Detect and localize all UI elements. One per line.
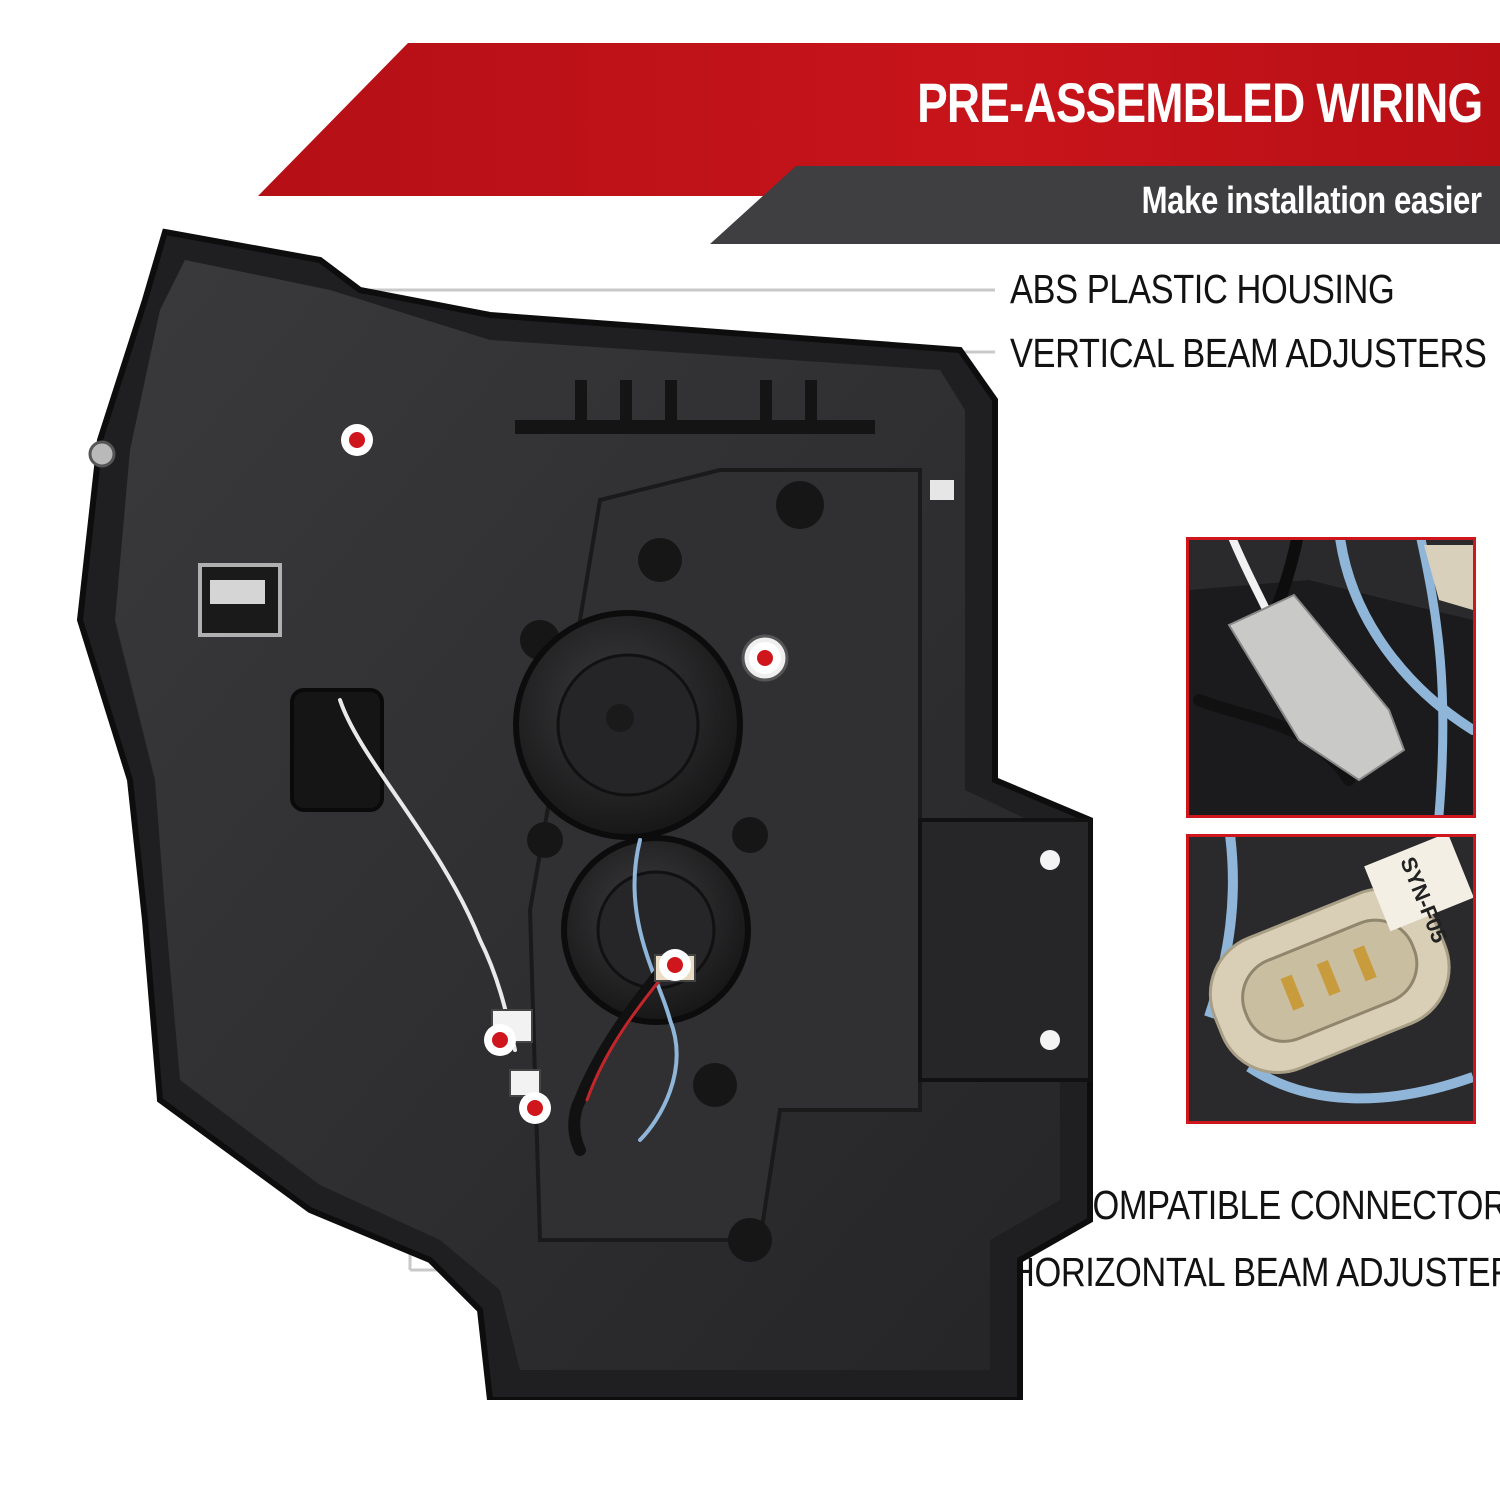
callout-dots bbox=[341, 424, 781, 1124]
banner-subtitle: Make installation easier bbox=[1141, 180, 1482, 222]
inset-plug-connector: SYN-F05 bbox=[1186, 834, 1476, 1124]
inset-wire-connector bbox=[1186, 537, 1476, 818]
banner-title: PRE-ASSEMBLED WIRING bbox=[916, 71, 1483, 134]
subtitle-banner bbox=[710, 166, 1500, 244]
headlight-housing-image bbox=[76, 228, 1093, 1400]
feature-label-horizontal-adjuster: HORIZONTAL BEAM ADJUSTER bbox=[1010, 1249, 1500, 1295]
plug-connector-photo: SYN-F05 bbox=[1189, 837, 1473, 1121]
wire-connector-photo bbox=[1189, 540, 1473, 815]
feature-label-vertical-adjusters: VERTICAL BEAM ADJUSTERS bbox=[1010, 330, 1487, 376]
feature-label-housing: ABS PLASTIC HOUSING bbox=[1010, 266, 1395, 312]
